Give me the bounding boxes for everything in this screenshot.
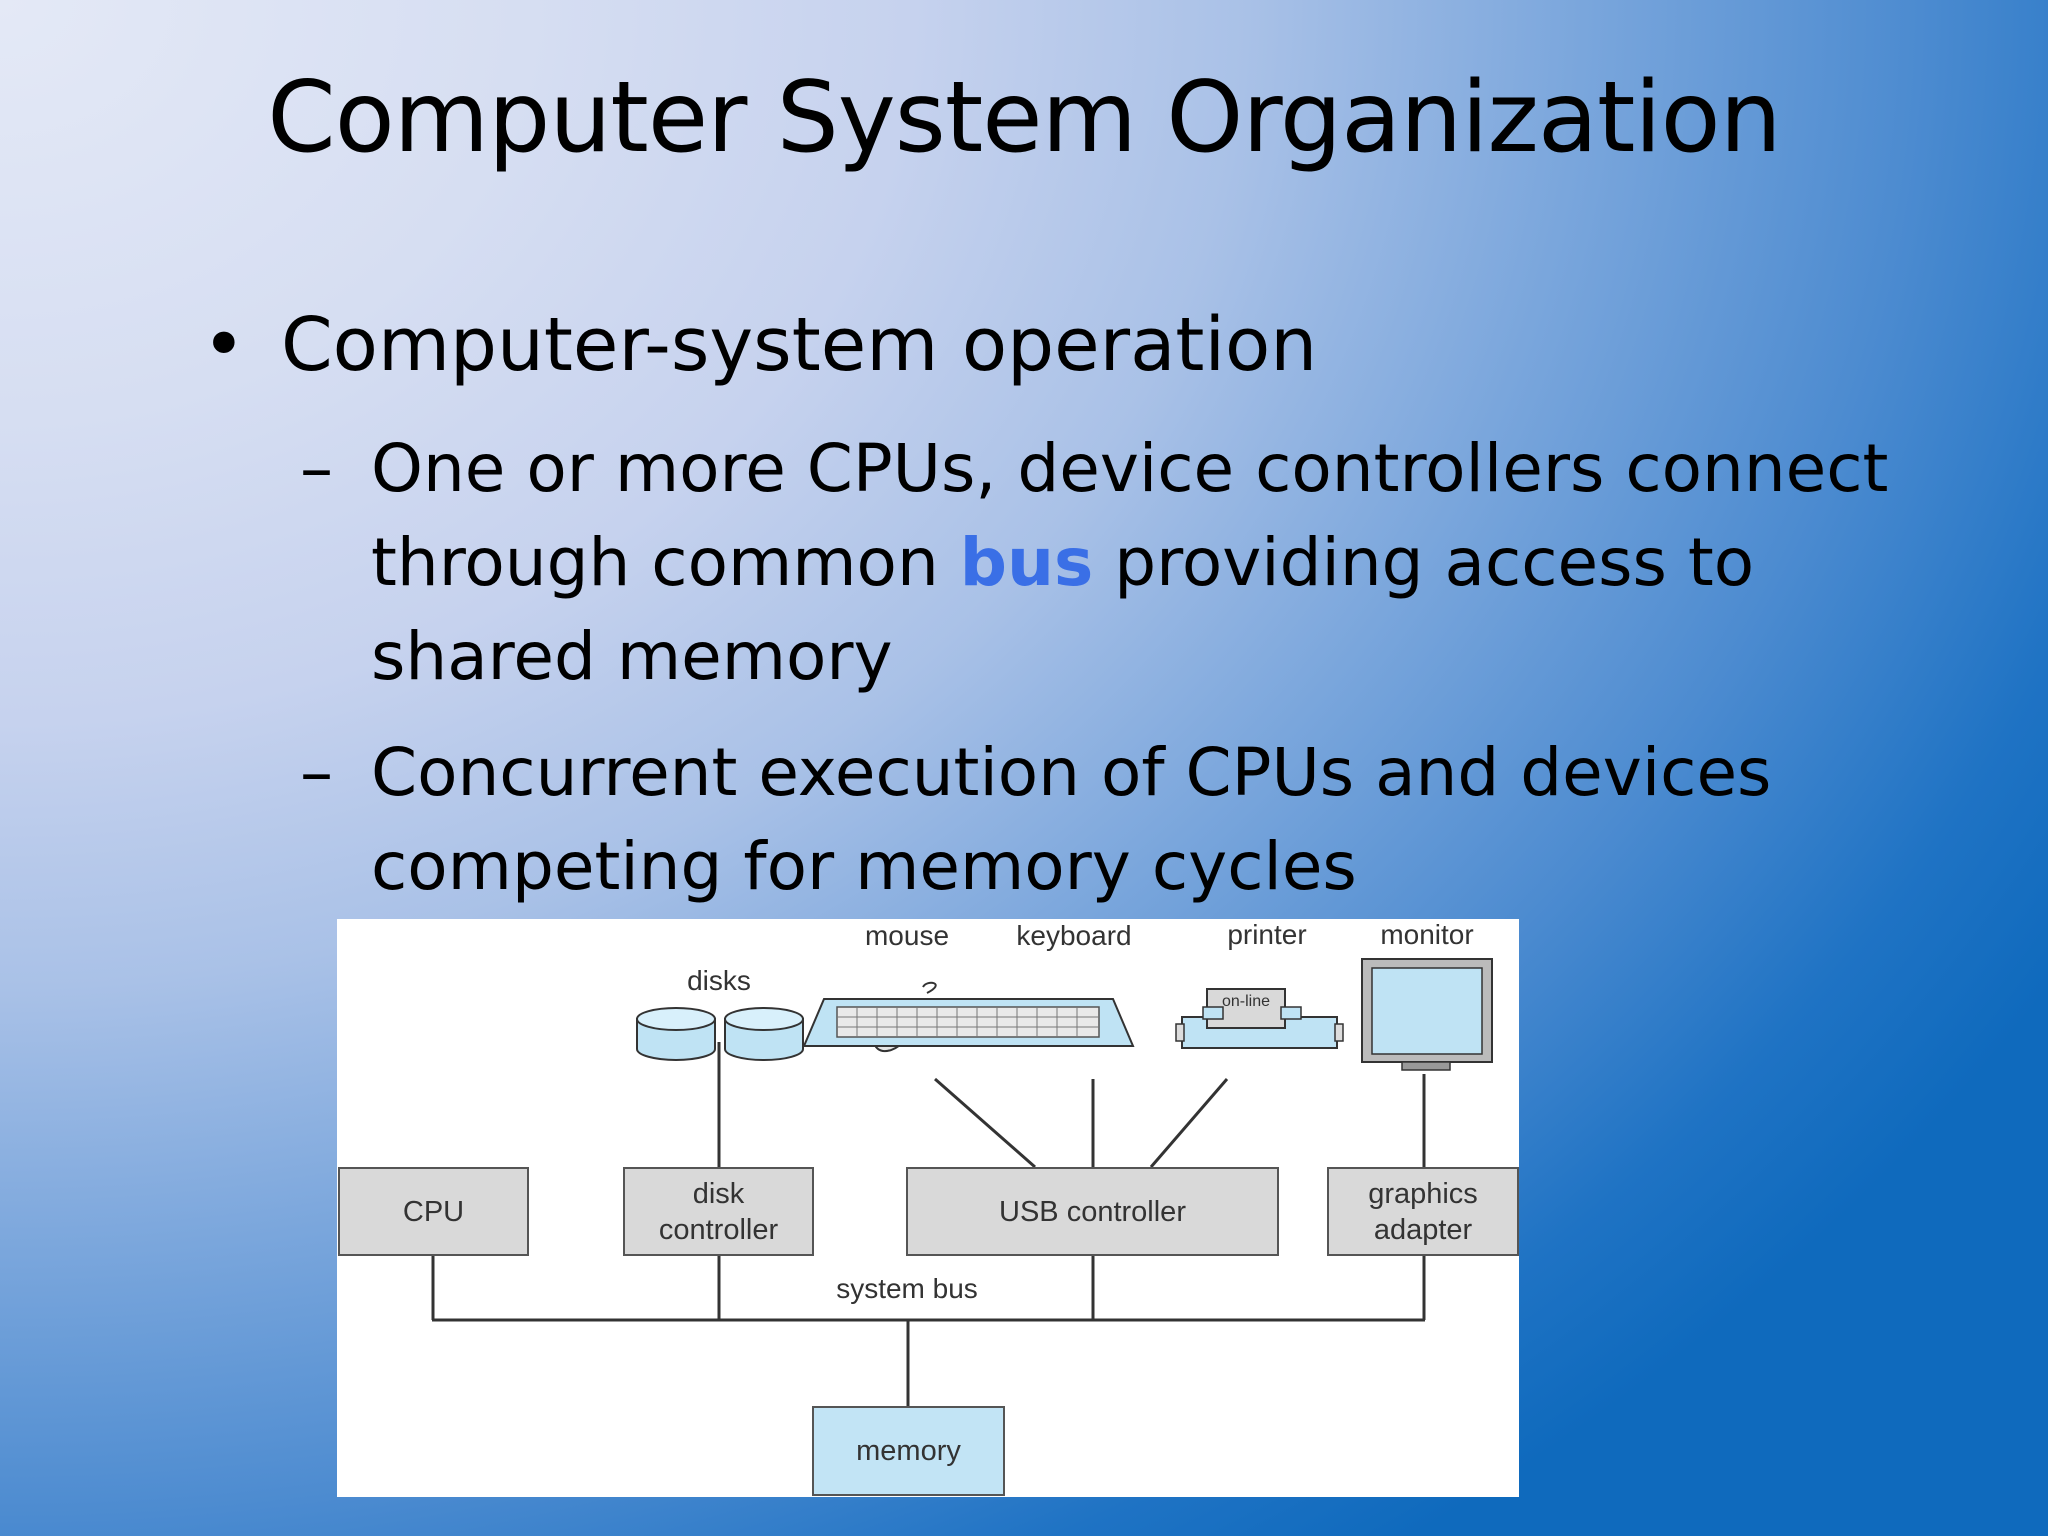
system-bus-label: system bus [836,1273,978,1304]
cpu-box: CPU [338,1167,529,1256]
cpu-label: CPU [402,1195,465,1228]
printer-icon [1175,988,1344,1049]
diagram-graphics [431,958,1493,1406]
printer-to-usb-line [1149,1078,1229,1168]
graphics-adapter-label: graphics adapter [1368,1177,1478,1246]
memory-box: memory [812,1406,1005,1496]
usb-controller-label: USB controller [999,1195,1186,1228]
disk-controller-box: disk controller [623,1167,814,1256]
disks-label: disks [687,965,751,996]
bus-highlight: bus [959,524,1094,601]
graphics-adapter-box: graphics adapter [1327,1167,1519,1256]
sub-bullet-text: One or more CPUs, device controllers con… [371,422,1888,704]
dash-glyph: – [300,734,333,811]
keyboard-label: keyboard [1016,920,1132,951]
monitor-icon [1361,958,1493,1071]
usb-controller-box: USB controller [906,1167,1279,1256]
line-3: shared memory [371,618,893,695]
mouse-label: mouse [864,920,950,951]
bullet-text: Computer-system operation [281,302,1318,388]
line-2-post: providing access to [1093,524,1755,601]
monitor-label: monitor [1380,919,1474,950]
system-organization-diagram: disks mouse keyboard printer monitor on-… [337,919,1519,1497]
mouse-to-usb-line [934,1077,1036,1169]
line-2-pre: through common [371,524,960,601]
sub-bullet-text: Concurrent execution of CPUs and devices… [371,726,1771,914]
memory-label: memory [856,1435,961,1467]
line-2: competing for memory cycles [371,828,1357,905]
slide-title: Computer System Organization [267,61,1781,175]
bullet-glyph: • [202,302,246,388]
keyboard-icon [802,998,1135,1047]
dash-glyph: – [300,430,333,507]
line-1: Concurrent execution of CPUs and devices [371,734,1772,811]
line-2: through common bus providing access to [371,516,1888,610]
connector-lines [431,1042,1426,1406]
disk-controller-label: disk controller [658,1177,779,1246]
disks-icon [636,1007,804,1061]
printer-online-label: on-line [1221,993,1271,1010]
line-1: One or more CPUs, device controllers con… [371,430,1889,507]
printer-label: printer [1227,919,1307,950]
